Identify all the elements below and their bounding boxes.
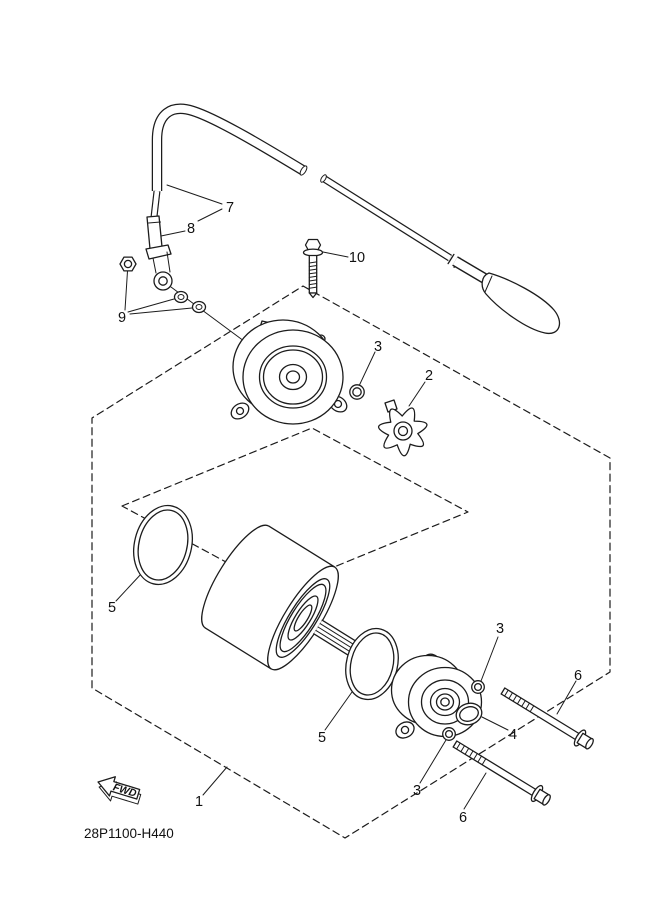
callout-5b: 5 bbox=[318, 730, 326, 746]
bolt-10 bbox=[302, 238, 324, 299]
callout-6b: 6 bbox=[459, 810, 467, 826]
bolt-6-lower bbox=[452, 740, 551, 806]
battery-cable-assembly bbox=[119, 103, 308, 314]
oring-3-front bbox=[349, 384, 365, 400]
callout-4: 4 bbox=[509, 727, 517, 743]
oring-3-lower bbox=[442, 727, 456, 741]
bolt-6-upper bbox=[500, 687, 594, 750]
cable-end-cap bbox=[299, 165, 308, 176]
callout-3c: 3 bbox=[413, 783, 421, 799]
callout-9: 9 bbox=[118, 310, 126, 326]
outer-boundary bbox=[91, 285, 611, 839]
callout-3b: 3 bbox=[496, 621, 504, 637]
rubber-boot bbox=[481, 272, 561, 335]
starter-lead-cable bbox=[320, 174, 561, 335]
oring-3-upper bbox=[471, 680, 485, 694]
rear-bracket bbox=[390, 653, 483, 739]
washer bbox=[173, 290, 189, 304]
callouts: 7 8 9 10 3 2 5 5 3 6 4 3 6 1 bbox=[108, 200, 582, 826]
oring-5-right bbox=[345, 627, 399, 701]
washer bbox=[191, 300, 207, 314]
armature-2 bbox=[377, 399, 428, 457]
oring-4 bbox=[455, 702, 483, 726]
terminal-clamp bbox=[145, 244, 172, 260]
callout-7: 7 bbox=[226, 200, 234, 216]
callout-2: 2 bbox=[425, 368, 433, 384]
terminal-connector bbox=[146, 215, 163, 250]
leader-lines bbox=[115, 184, 577, 810]
callout-1: 1 bbox=[195, 794, 203, 810]
part-code: 28P1100-H440 bbox=[84, 826, 174, 841]
callout-10: 10 bbox=[349, 250, 365, 266]
front-bracket bbox=[230, 319, 348, 425]
callout-6a: 6 bbox=[574, 668, 582, 684]
oring-5-left bbox=[133, 504, 193, 586]
callout-3a: 3 bbox=[374, 339, 382, 355]
callout-5a: 5 bbox=[108, 600, 116, 616]
motor-yoke bbox=[201, 524, 361, 671]
hex-nut bbox=[119, 256, 137, 272]
callout-8: 8 bbox=[187, 221, 195, 237]
fwd-arrow: FWD bbox=[97, 776, 142, 805]
